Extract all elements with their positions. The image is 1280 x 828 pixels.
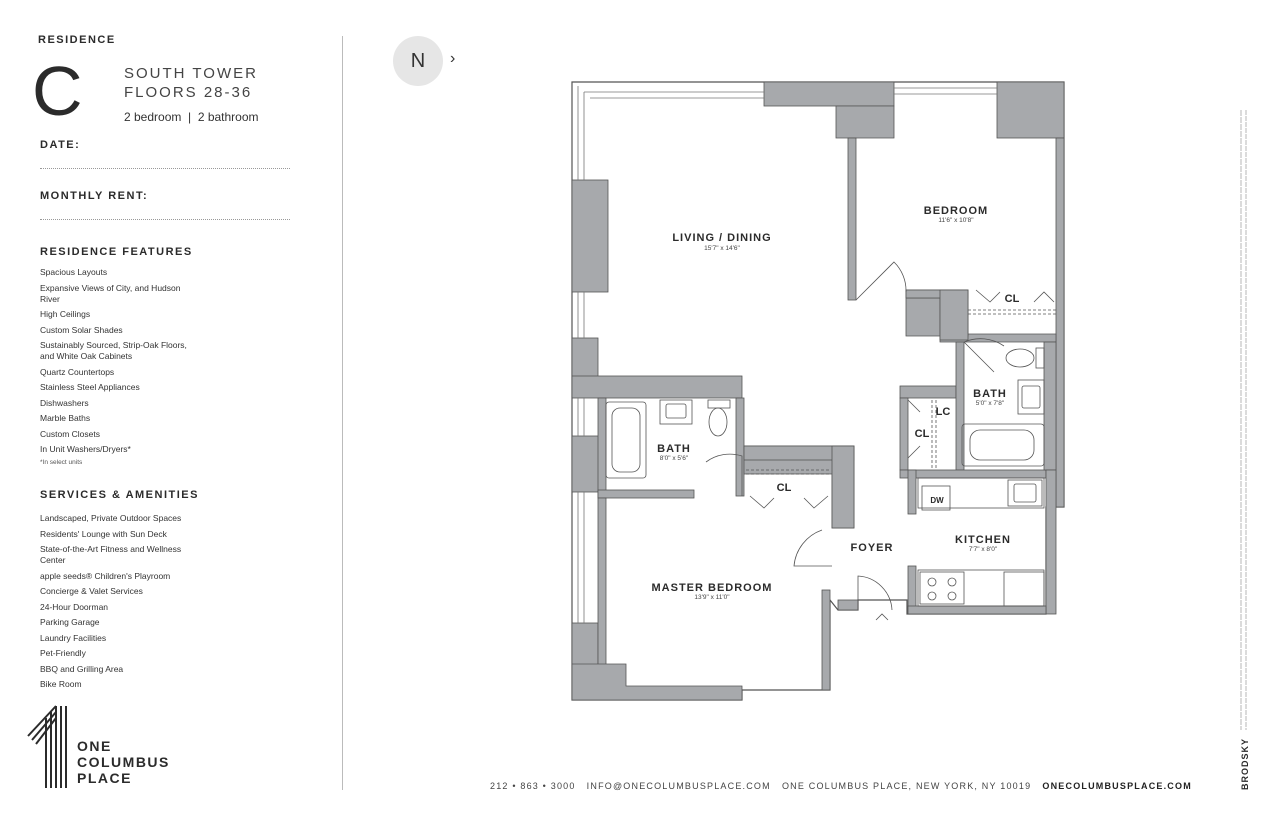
fixtures: [605, 261, 1056, 621]
list-item: Custom Closets: [40, 428, 100, 439]
list-item: Sustainably Sourced, Strip-Oak Floors, a…: [40, 340, 187, 361]
chevron-right-icon: ›: [450, 50, 456, 67]
list-item: Residents' Lounge with Sun Deck: [40, 528, 167, 539]
date-label: DATE:: [40, 139, 81, 151]
room-bedroom-dim: 11'6" x 10'8": [938, 217, 974, 224]
list-item: Parking Garage: [40, 617, 100, 627]
room-master-label: MASTER BEDROOM: [652, 582, 773, 594]
room-lc-label: LC: [936, 406, 951, 418]
features-heading: RESIDENCE FEATURES: [40, 246, 193, 258]
list-item: In Unit Washers/Dryers*: [40, 444, 131, 454]
room-labels: LIVING / DINING 15'7" x 14'6" BEDROOM 11…: [652, 205, 1020, 601]
room-bath2-dim: 8'0" x 5'6": [660, 455, 689, 462]
windows: [577, 86, 997, 623]
list-item: Spacious Layouts: [40, 267, 108, 277]
list-item: Pet-Friendly: [40, 648, 86, 658]
legal-fine-print: [1240, 110, 1247, 730]
logo-line: PLACE: [77, 770, 132, 786]
list-item: Expansive Views of City, and Hudson Rive…: [40, 282, 181, 304]
date-line: [40, 168, 290, 169]
bed-bath-count: 2 bedroom | 2 bathroom: [124, 110, 259, 124]
footer-email[interactable]: INFO@ONECOLUMBUSPLACE.COM: [586, 781, 771, 791]
room-closet-label: CL: [915, 428, 930, 440]
room-living-label: LIVING / DINING: [672, 232, 771, 244]
floor-plan: LIVING / DINING 15'7" x 14'6" BEDROOM 11…: [571, 81, 1065, 701]
amenities-heading: SERVICES & AMENITIES: [40, 489, 199, 501]
list-item: Concierge & Valet Services: [40, 586, 143, 596]
room-bedroom-label: BEDROOM: [924, 205, 988, 217]
north-letter: N: [410, 49, 426, 72]
room-foyer-label: FOYER: [851, 542, 894, 554]
floor-range: FLOORS 28-36: [124, 84, 253, 101]
north-compass: N: [393, 36, 443, 86]
tower-info: SOUTH TOWER FLOORS 28-36: [124, 64, 258, 102]
amenities-list: Landscaped, Private Outdoor Spaces Resid…: [40, 513, 190, 695]
room-kitchen-label: KITCHEN: [955, 534, 1011, 546]
footer-address: ONE COLUMBUS PLACE, NEW YORK, NY 10019: [781, 781, 1032, 791]
footer-contact: 212 • 863 • 3000 INFO@ONECOLUMBUSPLACE.C…: [490, 781, 1192, 791]
list-item: Dishwashers: [40, 397, 89, 408]
room-living-dim: 15'7" x 14'6": [704, 245, 740, 252]
list-item: Landscaped, Private Outdoor Spaces: [40, 513, 182, 523]
footer-phone: 212 • 863 • 3000: [490, 781, 576, 791]
list-item: BBQ and Grilling Area: [40, 663, 124, 674]
list-item: Quartz Countertops: [40, 366, 115, 377]
list-item: State-of-the-Art Fitness and Wellness Ce…: [40, 544, 182, 565]
residence-letter: C: [32, 52, 83, 130]
list-item: High Ceilings: [40, 309, 91, 319]
logo-line: ONE: [77, 738, 112, 754]
list-item: Stainless Steel Appliances: [40, 382, 140, 392]
room-bath1-label: BATH: [973, 388, 1007, 400]
rent-line: [40, 219, 290, 220]
walls: [571, 81, 1065, 701]
room-closet-label: CL: [777, 482, 792, 494]
features-list: Spacious Layouts Expansive Views of City…: [40, 267, 190, 472]
room-bath2-label: BATH: [657, 443, 691, 455]
tower-name: SOUTH TOWER: [124, 65, 258, 82]
room-bath1-dim: 5'0" x 7'8": [976, 400, 1005, 407]
list-item: Marble Baths: [40, 413, 91, 423]
room-closet-label: CL: [1005, 293, 1020, 305]
list-item: Laundry Facilities: [40, 632, 107, 643]
list-item: 24-Hour Doorman: [40, 601, 109, 612]
logo-line: COLUMBUS: [77, 754, 170, 770]
list-item: Bike Room: [40, 679, 82, 689]
footer-website[interactable]: ONECOLUMBUSPLACE.COM: [1042, 781, 1192, 791]
logo-mark-icon: [27, 705, 67, 788]
column-divider: [342, 36, 343, 790]
list-item: Custom Solar Shades: [40, 324, 123, 335]
list-item: apple seeds® Children's Playroom: [40, 570, 171, 581]
logo-wordmark: ONE COLUMBUS PLACE: [77, 738, 170, 786]
residence-label: RESIDENCE: [38, 34, 116, 46]
room-master-dim: 13'9" x 11'0": [694, 594, 730, 601]
features-footnote: *In select units: [40, 458, 83, 466]
room-kitchen-dim: 7'7" x 8'0": [969, 546, 998, 553]
dishwasher-label: DW: [930, 496, 944, 505]
brodsky-brand: BRODSKY: [1240, 737, 1250, 790]
rent-label: MONTHLY RENT:: [40, 190, 149, 202]
